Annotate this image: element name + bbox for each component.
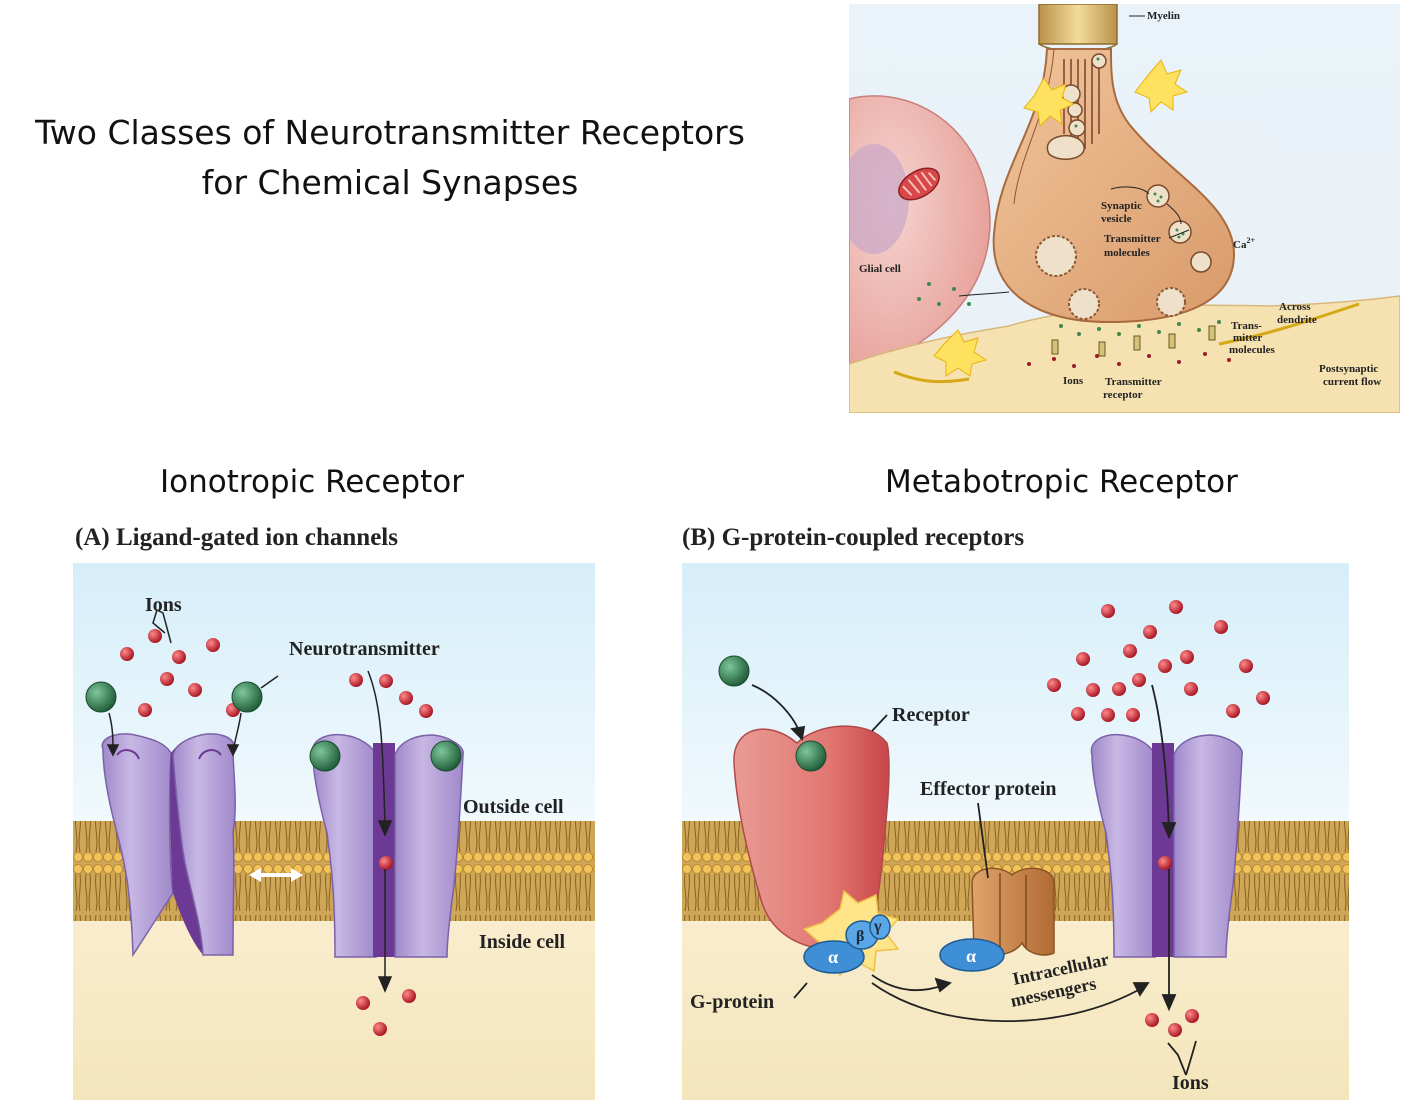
label-ions-syn: Ions xyxy=(1063,375,1084,387)
label-glial-cell: Glial cell xyxy=(859,263,901,275)
panel-ionotropic: Ions Neurotransmitter Outside cell Insid… xyxy=(73,563,595,1100)
label-effector-protein: Effector protein xyxy=(920,778,1056,800)
ion-channel-closed xyxy=(101,733,236,958)
label-alpha-1: α xyxy=(828,947,838,967)
g-alpha-active xyxy=(939,938,1005,972)
label-trans-2: mitter xyxy=(1233,332,1262,344)
title-line-1: Two Classes of Neurotransmitter Receptor… xyxy=(35,113,745,152)
neurotransmitters-a xyxy=(85,681,462,772)
panel-label-b: (B) G-protein-coupled receptors xyxy=(682,524,1025,551)
ions-group-a xyxy=(120,629,433,1036)
panel-metabotropic: α β γ α Receptor Ef xyxy=(682,563,1349,1100)
title-line-2: for Chemical Synapses xyxy=(201,163,579,202)
label-neurotransmitter: Neurotransmitter xyxy=(289,638,440,660)
label-receptor-2: receptor xyxy=(1103,389,1143,401)
label-synaptic-1: Synaptic xyxy=(1101,200,1142,212)
g-protein xyxy=(803,914,891,974)
neurotransmitters-b xyxy=(718,655,827,772)
label-trans-3: molecules xyxy=(1229,344,1276,356)
label-postsyn-1: Postsynaptic xyxy=(1319,363,1378,375)
gpcr-receptor xyxy=(733,725,890,950)
conformation-arrow xyxy=(249,868,303,882)
page-title: Two Classes of Neurotransmitter Receptor… xyxy=(0,108,780,208)
label-g-protein: G-protein xyxy=(690,991,774,1013)
label-myelin: Myelin xyxy=(1147,10,1180,22)
ions-group-b xyxy=(1047,600,1270,1037)
label-ions-b: Ions xyxy=(1172,1072,1209,1094)
label-synaptic-2: vesicle xyxy=(1101,213,1132,225)
label-trans-1: Trans- xyxy=(1231,320,1262,332)
label-outside-cell: Outside cell xyxy=(463,796,564,818)
label-inside-cell: Inside cell xyxy=(479,931,566,953)
heading-ionotropic: Ionotropic Receptor xyxy=(160,464,464,500)
label-across-2: dendrite xyxy=(1277,314,1317,326)
ion-channel-b xyxy=(1090,733,1243,958)
label-receptor-1: Transmitter xyxy=(1105,376,1162,388)
label-transmitter-1: Transmitter xyxy=(1104,233,1161,245)
heading-metabotropic: Metabotropic Receptor xyxy=(885,464,1238,500)
label-alpha-2: α xyxy=(966,946,976,966)
label-transmitter-2: molecules xyxy=(1104,247,1151,259)
label-ca: Ca2+ xyxy=(1233,236,1255,251)
panel-label-a: (A) Ligand-gated ion channels xyxy=(75,524,398,551)
label-beta: β xyxy=(856,928,864,945)
synapse-illustration: Myelin Synaptic vesicle Transmitter mole… xyxy=(849,4,1400,413)
mitochondrion xyxy=(898,167,940,201)
label-receptor: Receptor xyxy=(892,704,970,726)
label-ions-a: Ions xyxy=(145,594,182,616)
ion-channel-open xyxy=(311,733,464,958)
label-across-1: Across xyxy=(1279,301,1311,313)
label-gamma: γ xyxy=(873,918,882,935)
label-postsyn-2: current flow xyxy=(1323,376,1381,388)
